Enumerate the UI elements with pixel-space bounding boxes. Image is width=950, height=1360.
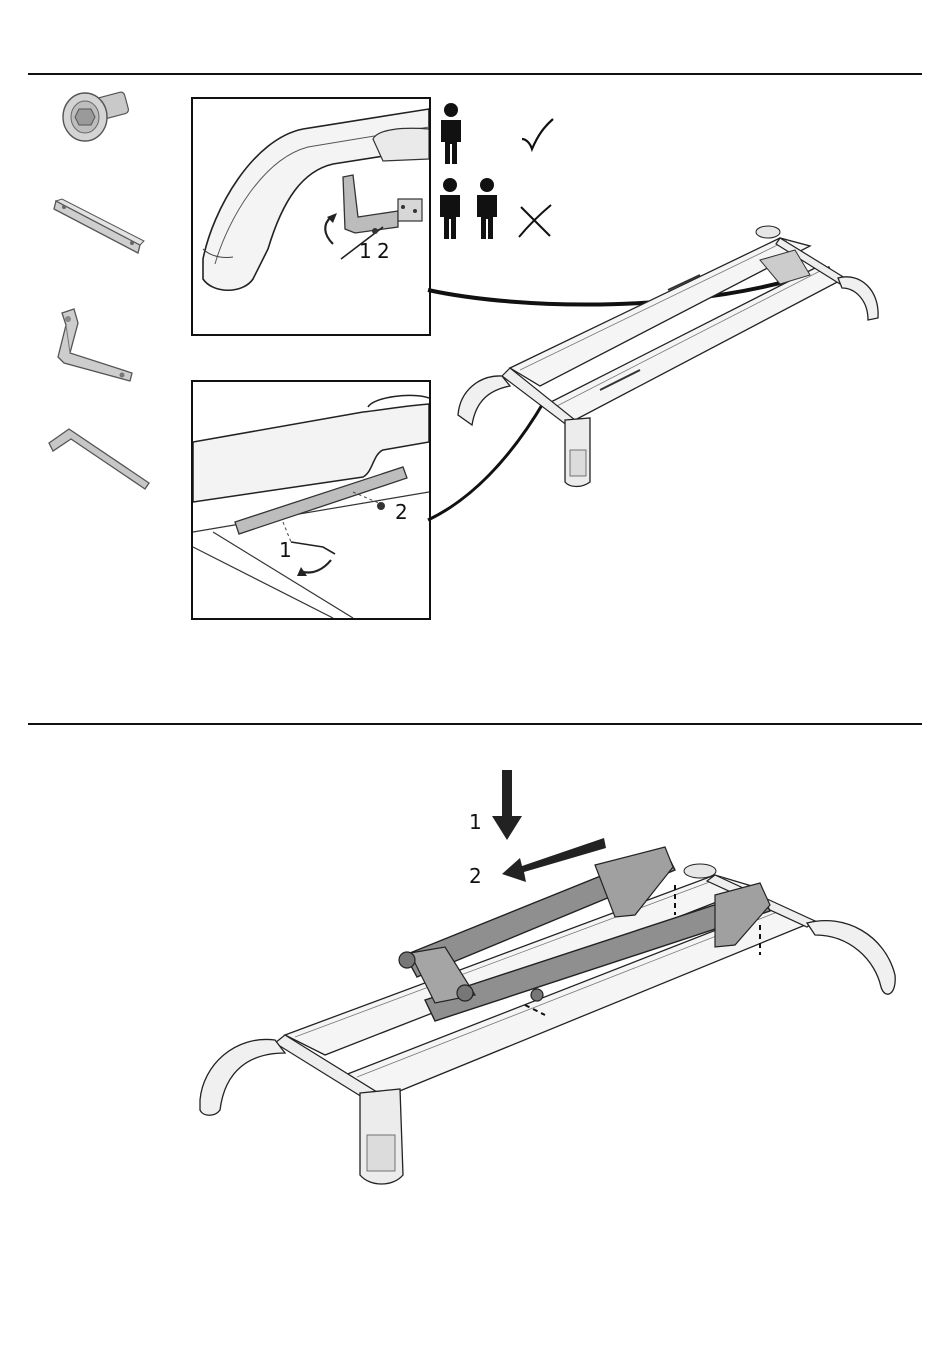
down-arrow-icon (492, 770, 522, 842)
arrow-1-label: 1 (469, 812, 482, 832)
checkmark-icon (520, 117, 554, 151)
section-divider (28, 723, 922, 725)
one-person-icon (438, 102, 464, 166)
frame-drawing-step-a (450, 220, 890, 490)
frame-drawing-step-b (195, 835, 905, 1190)
